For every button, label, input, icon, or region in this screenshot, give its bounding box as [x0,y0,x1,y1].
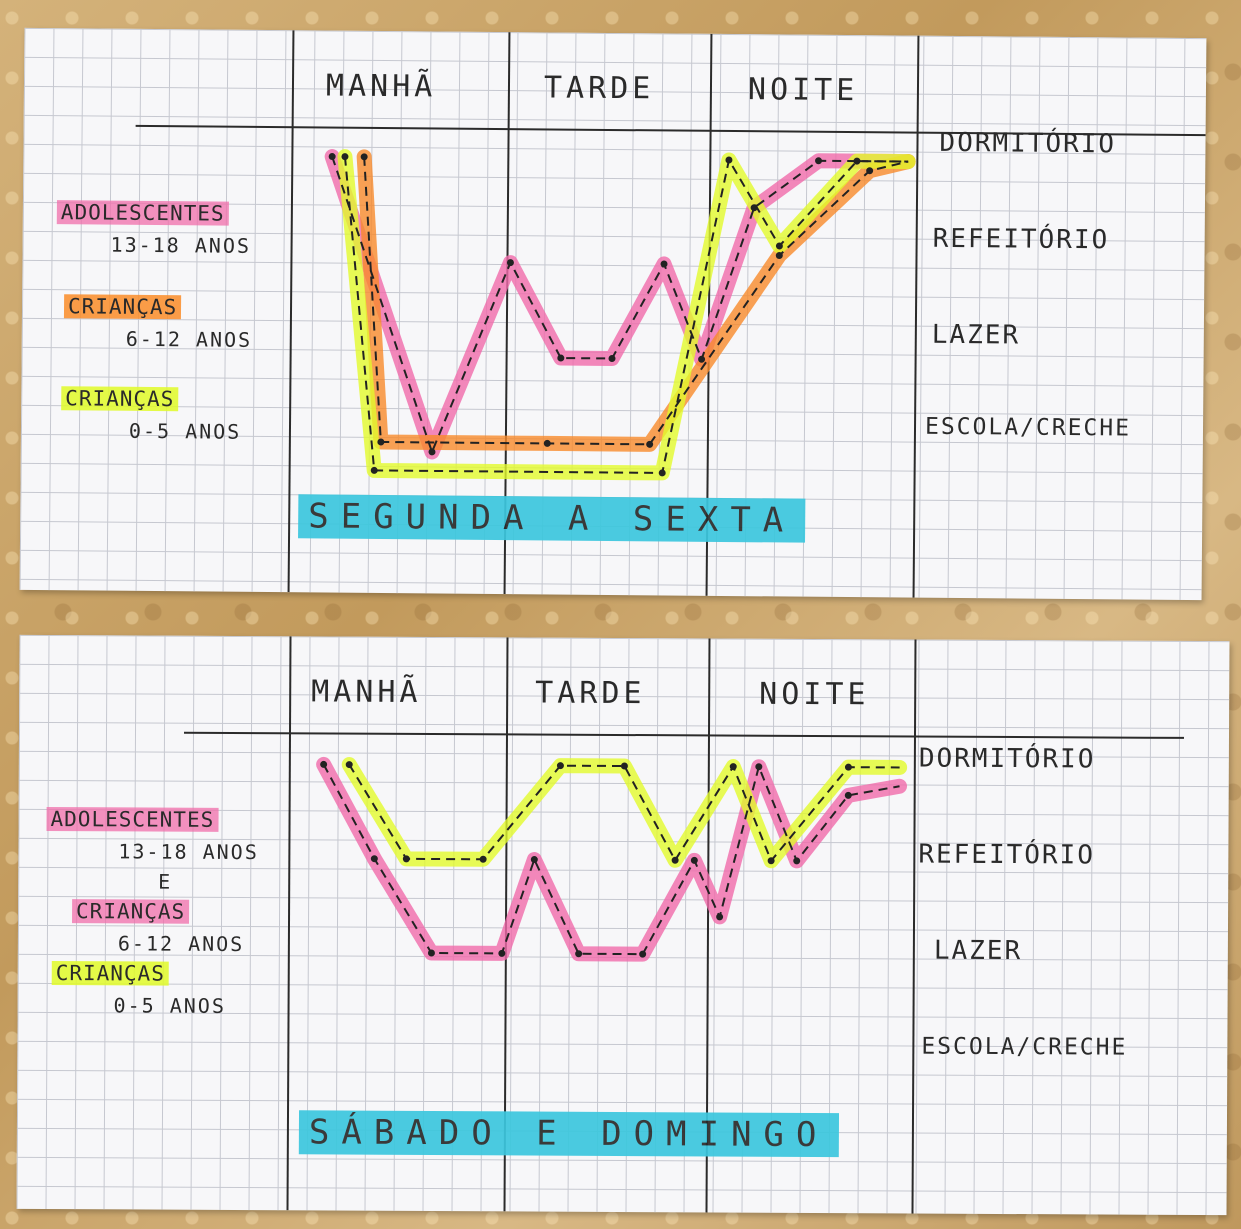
series-0-point-11 [844,791,852,799]
series-1-point-8 [844,763,852,771]
series-0-point-6 [639,950,647,958]
series-1-point-6 [729,763,737,771]
series-1-point-5 [866,167,874,175]
series-0-point-0 [320,760,328,768]
series-1-point-5 [671,856,679,864]
series-1-point-3 [556,762,564,770]
series-0-point-6 [698,355,706,363]
series-0-point-7 [690,856,698,864]
series-2-point-5 [853,157,861,165]
series-0-point-4 [608,354,616,362]
series-1-point-4 [775,251,783,259]
series-0-point-10 [793,857,801,865]
series-0-point-1 [370,855,378,863]
series-0-point-3 [498,949,506,957]
series-0-point-0 [328,153,336,161]
series-2-point-0 [341,153,349,161]
series-0-point-5 [575,950,583,958]
series-line-1 [348,764,900,863]
series-1-point-1 [402,855,410,863]
series-0-point-2 [506,259,514,267]
series-1-point-4 [620,762,628,770]
series-0-point-1 [428,448,436,456]
series-0-point-4 [530,856,538,864]
series-2-point-3 [725,156,733,164]
series-2-point-2 [658,469,666,477]
series-2-point-1 [370,466,378,474]
series-1-point-0 [360,153,368,161]
series-0-point-2 [427,949,435,957]
series-0-point-9 [755,763,763,771]
series-line-0 [331,156,909,455]
series-1-point-3 [646,440,654,448]
chart-sheet-weekdays: MANHÃ TARDE NOITE DORMITÓRIO REFEITÓRIO … [19,27,1207,601]
series-1-point-0 [345,761,353,769]
series-0-point-8 [716,913,724,921]
chart-sheet-weekend: MANHÃ TARDE NOITE DORMITÓRIO REFEITÓRIO … [16,634,1230,1216]
series-1-point-2 [543,439,551,447]
plot-weekdays [324,149,916,481]
series-1-point-2 [479,855,487,863]
series-0-point-3 [557,354,565,362]
series-0-point-8 [815,157,823,165]
series-0-point-5 [660,260,668,268]
series-1-point-7 [767,857,775,865]
series-2-point-4 [775,242,783,250]
series-1-point-1 [377,438,385,446]
plot-weekend [316,756,908,962]
